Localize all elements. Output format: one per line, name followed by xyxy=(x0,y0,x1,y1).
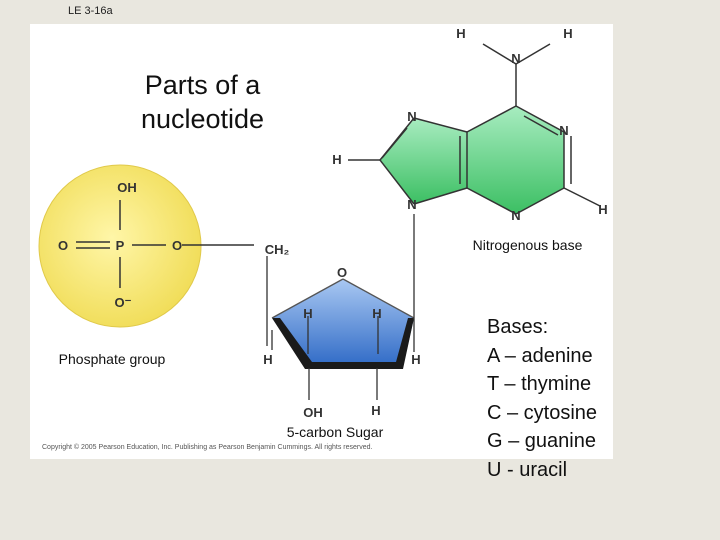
phosphate-circle xyxy=(38,164,202,328)
atom-base-h-left: H xyxy=(332,152,341,167)
atom-sugar-h2: H xyxy=(372,306,381,321)
atom-sugar-h-left: H xyxy=(263,352,272,367)
atom-sugar-h1: H xyxy=(303,306,312,321)
legend-item-uracil: U - uracil xyxy=(487,458,568,481)
atom-phosphate-o-minus: O⁻ xyxy=(115,295,132,310)
atom-phosphate-o-left: O xyxy=(58,238,68,253)
base-six-ring xyxy=(467,106,564,214)
atom-base-n-five-bottom: N xyxy=(407,197,416,212)
atom-base-h-amine-right: H xyxy=(563,26,572,41)
legend-item-guanine: G – guanine xyxy=(487,430,596,452)
diagram-title: Parts of a nucleotide xyxy=(140,70,265,134)
atom-sugar-oh: OH xyxy=(303,405,323,420)
sugar-ring xyxy=(272,279,414,367)
base-bonds xyxy=(348,43,601,215)
atom-base-h-right: H xyxy=(598,202,607,217)
atom-phosphate-oh: OH xyxy=(117,180,137,195)
atom-base-n-top: N xyxy=(511,51,520,66)
caption-phosphate-group: Phosphate group xyxy=(58,351,166,367)
atom-base-n-five-top: N xyxy=(407,109,416,124)
legend-item-thymine: T – thymine xyxy=(487,373,592,395)
atom-sugar-h-bottom: H xyxy=(371,403,380,418)
legend-item-cytosine: C – cytosine xyxy=(487,401,598,424)
atom-base-n-six-bottom: N xyxy=(511,208,520,223)
atom-base-h-amine-left: H xyxy=(456,26,465,41)
nucleotide-diagram: OH P O O O⁻ CH₂ O H H H H OH xyxy=(38,26,608,420)
atom-phosphate-o-right: O xyxy=(172,238,182,253)
atom-sugar-ring-o: O xyxy=(337,265,347,280)
atom-base-n-six-right: N xyxy=(559,123,568,138)
base-five-ring xyxy=(380,118,467,204)
copyright-notice: Copyright © 2005 Pearson Education, Inc.… xyxy=(42,444,373,451)
bases-legend: Bases: A – adenine T – thymine C – cytos… xyxy=(487,313,597,484)
sugar-bonds xyxy=(266,214,415,400)
phosphate-bonds xyxy=(76,200,254,288)
atom-phosphate-p: P xyxy=(116,238,125,253)
caption-5-carbon-sugar: 5-carbon Sugar xyxy=(286,424,384,440)
sugar-ring-bold-edge xyxy=(272,318,414,369)
caption-nitrogenous-base: Nitrogenous base xyxy=(472,237,583,253)
legend-heading: Bases: xyxy=(487,316,549,338)
atom-sugar-ch2: CH₂ xyxy=(265,242,290,257)
slide-label: LE 3-16a xyxy=(68,5,113,17)
legend-item-adenine: A – adenine xyxy=(487,344,593,367)
atom-sugar-h-right: H xyxy=(411,352,420,367)
nucleotide-figure: OH P O O O⁻ CH₂ O H H H H OH xyxy=(30,24,613,459)
